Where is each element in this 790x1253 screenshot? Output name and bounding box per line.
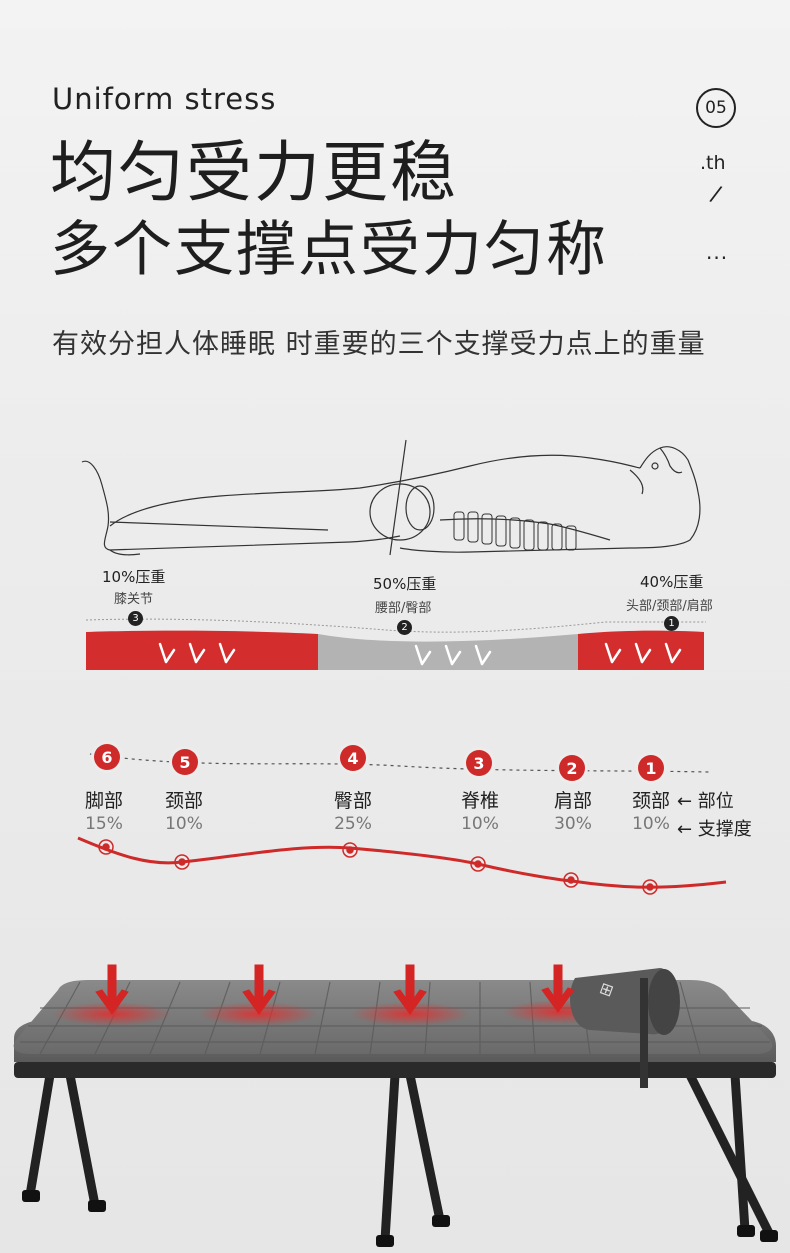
support-pct-shoulder: 30%: [554, 814, 592, 834]
support-badge-5: 5: [172, 749, 198, 775]
support-part-feet: 脚部: [84, 790, 123, 812]
support-pct-neck-2: 10%: [632, 814, 670, 834]
zone-percent-head: 40%压重: [640, 573, 704, 591]
section-number-badge: 05: [696, 88, 736, 128]
support-pct-feet: 15%: [85, 814, 123, 834]
support-badge-3: 3: [466, 750, 492, 776]
pressure-zone-knee: [86, 630, 318, 670]
support-part-neck-2: 颈部: [631, 790, 670, 812]
support-part-hips: 臀部: [333, 790, 372, 812]
down-arrow-icon: [95, 964, 575, 1015]
support-badge-4: 4: [340, 745, 366, 771]
pressure-zone-head: [578, 630, 704, 670]
support-badge-2: 2: [559, 755, 585, 781]
main-title-line2: 多个支撑点受力匀称: [50, 215, 608, 285]
zone-part-knee: 膝关节: [114, 592, 154, 607]
support-curve-diagram: [77, 753, 727, 895]
support-badge-6: 6: [94, 744, 120, 770]
section-ellipsis: ...: [706, 240, 729, 264]
support-pct-neck-1: 10%: [165, 814, 203, 834]
zone-part-head: 头部/颈部/肩部: [626, 599, 713, 614]
bed-feet: [22, 1190, 778, 1247]
zone-percent-waist: 50%压重: [373, 575, 437, 593]
mat-badge-3: 3: [128, 611, 143, 626]
legend-part: ← 部位: [677, 791, 734, 812]
bed-frame: [14, 1062, 776, 1078]
folding-bed-illustration: ⊞: [13, 964, 778, 1247]
subtitle: 有效分担人体睡眠 时重要的三个支撑受力点上的重量: [52, 329, 706, 360]
support-part-neck-1: 颈部: [164, 790, 203, 812]
brand-logo-icon: ⊞: [597, 980, 615, 1001]
pressure-point-markers: [98, 839, 658, 895]
body-outline-illustration: [81, 439, 701, 556]
support-part-spine: 脊椎: [460, 790, 499, 812]
down-arrow-icon: [158, 642, 682, 666]
main-title: 均匀受力更稳: [50, 134, 458, 211]
support-part-shoulder: 肩部: [553, 790, 592, 812]
zone-part-waist: 腰部/臀部: [375, 601, 432, 616]
section-slash: /: [707, 181, 724, 208]
pillow: ⊞: [570, 968, 680, 1088]
mat-badge-1: 1: [664, 616, 679, 631]
section-number: 05: [705, 98, 727, 118]
support-pct-spine: 10%: [461, 814, 499, 834]
support-pct-hips: 25%: [334, 814, 372, 834]
support-badge-1: 1: [638, 755, 664, 781]
bed-legs: [25, 1070, 775, 1245]
pressure-mat-diagram: [86, 618, 706, 670]
zone-percent-knee: 10%压重: [102, 568, 166, 586]
legend-support: ← 支撑度: [677, 819, 752, 840]
mat-badge-2: 2: [397, 620, 412, 635]
english-title: Uniform stress: [52, 82, 277, 116]
section-suffix: .th: [700, 152, 726, 174]
